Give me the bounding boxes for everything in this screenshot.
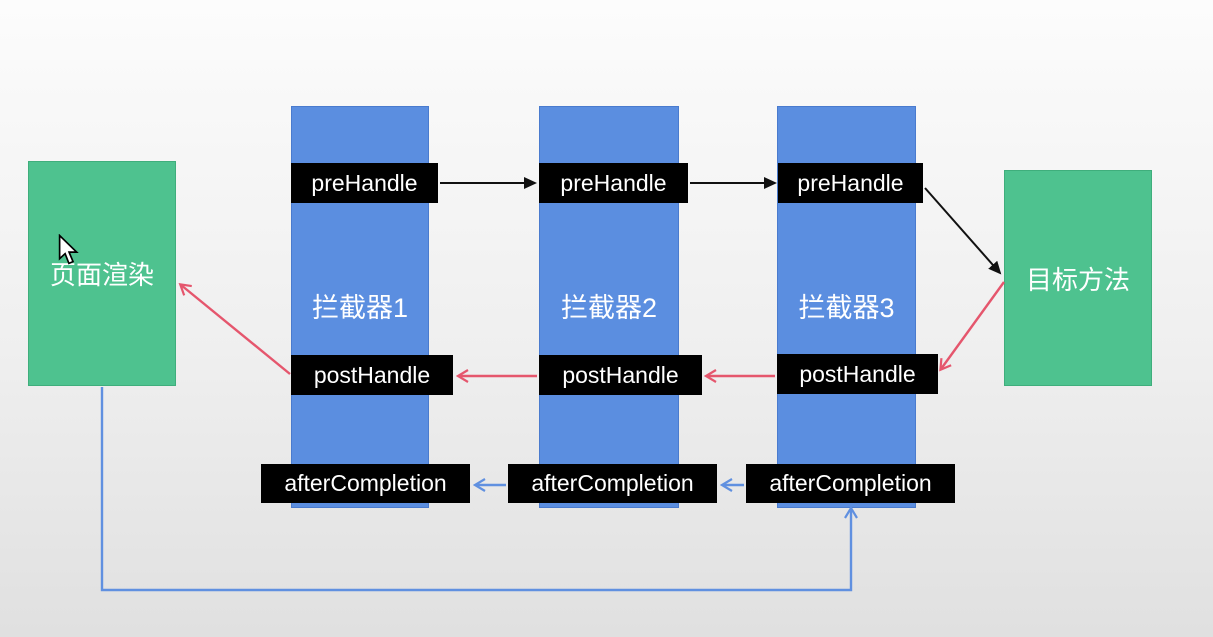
aftercompletion-3-box: afterCompletion bbox=[746, 464, 955, 503]
arrow-target-method-to-posthandle3 bbox=[941, 281, 1005, 369]
prehandle-3-label: preHandle bbox=[797, 169, 904, 196]
page-render-box: 页面渲染 bbox=[28, 161, 176, 386]
arrow-prehandle3-to-target-method bbox=[924, 187, 1002, 275]
interceptor-1-label: 拦截器1 bbox=[311, 293, 409, 323]
posthandle-1-box: postHandle bbox=[291, 355, 453, 395]
aftercompletion-1-box: afterCompletion bbox=[261, 464, 470, 503]
aftercompletion-1-label: afterCompletion bbox=[284, 470, 447, 496]
posthandle-2-box: postHandle bbox=[539, 355, 702, 395]
arrow-posthandle1-to-page-render bbox=[181, 285, 291, 375]
aftercompletion-3-label: afterCompletion bbox=[769, 470, 932, 496]
posthandle-2-label: postHandle bbox=[562, 361, 679, 388]
interceptor-2-label: 拦截器2 bbox=[560, 293, 658, 323]
posthandle-1-label: postHandle bbox=[313, 361, 431, 388]
arrow-page-render-to-aftercompletion3 bbox=[100, 387, 851, 592]
mouse-pointer-icon bbox=[58, 234, 79, 265]
target-method-label: 目标方法 bbox=[1025, 264, 1130, 295]
aftercompletion-2-box: afterCompletion bbox=[508, 464, 717, 503]
prehandle-1-label: preHandle bbox=[311, 169, 418, 196]
page-render-label: 页面渲染 bbox=[49, 260, 154, 290]
prehandle-2-label: preHandle bbox=[560, 169, 667, 196]
prehandle-1-box: preHandle bbox=[291, 163, 438, 203]
posthandle-3-label: postHandle bbox=[799, 360, 916, 387]
interceptor-3-label: 拦截器3 bbox=[798, 293, 895, 323]
aftercompletion-2-label: afterCompletion bbox=[531, 470, 694, 496]
prehandle-2-box: preHandle bbox=[539, 163, 688, 203]
prehandle-3-box: preHandle bbox=[778, 163, 923, 203]
target-method-box: 目标方法 bbox=[1004, 170, 1152, 386]
posthandle-3-box: postHandle bbox=[777, 354, 938, 394]
